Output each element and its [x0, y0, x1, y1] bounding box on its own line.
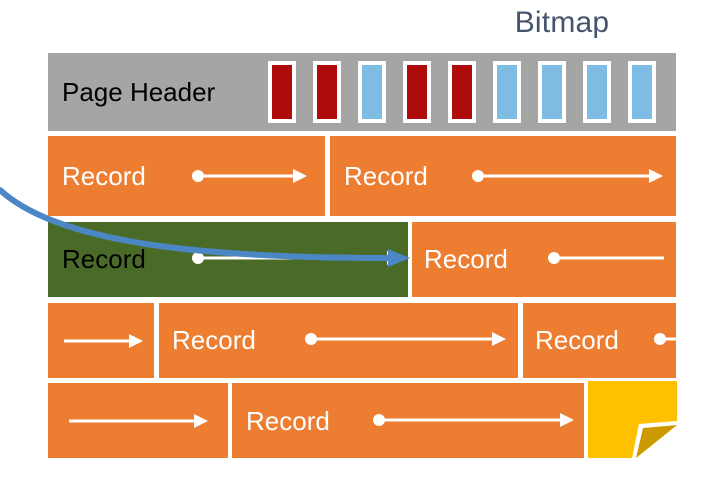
free-space-folded-page-icon: [588, 381, 677, 458]
bitmap-bit-fill: [587, 65, 607, 119]
record-block-r3c3[interactable]: [523, 303, 676, 378]
record-label-r3c3: Record: [535, 325, 619, 355]
record-pointer-r1c1: [192, 169, 307, 183]
bitmap-cell-6[interactable]: [493, 61, 521, 123]
bitmap-bit-fill: [407, 65, 427, 119]
bitmap-cell-7[interactable]: [538, 61, 566, 123]
bitmap-cell-1[interactable]: [268, 61, 296, 123]
record-pointer-r3c1: [64, 334, 143, 348]
record-pointer-r2c1: [192, 251, 401, 265]
bitmap-bit-fill: [542, 65, 562, 119]
record-label-r1c1: Record: [62, 161, 146, 191]
bitmap-bit-fill: [317, 65, 337, 119]
record-pointer-r2c2: [548, 252, 664, 264]
record-label-r1c2: Record: [344, 161, 428, 191]
bitmap-cell-2[interactable]: [313, 61, 341, 123]
bitmap-cell-9[interactable]: [628, 61, 656, 123]
bitmap-cell-8[interactable]: [583, 61, 611, 123]
bitmap-cell-4[interactable]: [403, 61, 431, 123]
bitmap-bit-fill: [272, 65, 292, 119]
record-label-r2c1: Record: [62, 244, 146, 274]
record-pointer-r3c3: [654, 333, 678, 345]
record-pointer-r1c2: [472, 169, 663, 183]
bitmap-bit-fill: [632, 65, 652, 119]
record-pointer-r4c2: [373, 413, 574, 427]
record-pointer-r4c1: [69, 414, 208, 428]
page-header-label: Page Header: [62, 77, 216, 107]
record-label-r4c2: Record: [246, 406, 330, 436]
bitmap-cell-3[interactable]: [358, 61, 386, 123]
bitmap-bit-fill: [362, 65, 382, 119]
bitmap-title: Bitmap: [514, 6, 610, 39]
bitmap-bit-fill: [452, 65, 472, 119]
bitmap-bit-fill: [497, 65, 517, 119]
record-pointer-r3c2: [305, 332, 506, 346]
bitmap-cell-5[interactable]: [448, 61, 476, 123]
record-label-r3c2: Record: [172, 325, 256, 355]
record-label-r2c2: Record: [424, 244, 508, 274]
